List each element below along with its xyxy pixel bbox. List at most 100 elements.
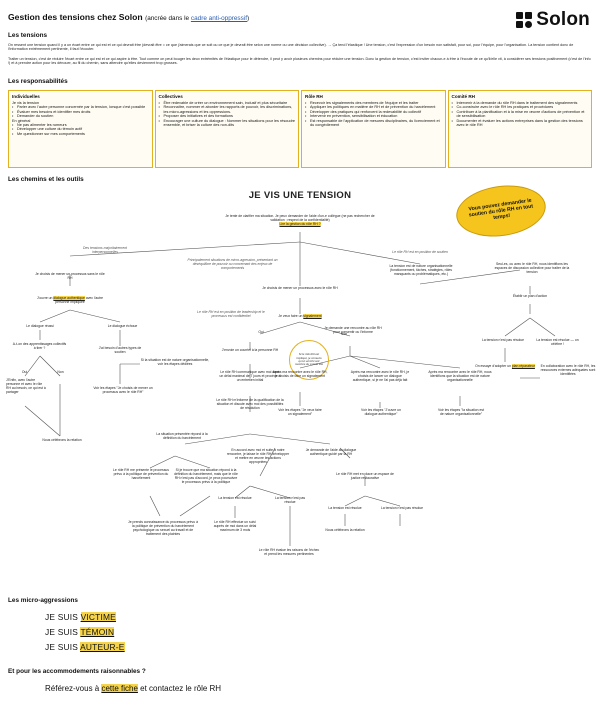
label-oui-2: Oui bbox=[258, 330, 264, 334]
label-rh-support: Le rôle RH est en position de soutien bbox=[392, 250, 448, 254]
node-rh-effectue: Le rôle RH effectue un suivi auprès de m… bbox=[213, 520, 257, 532]
label-interpersonal: Des tensions majoritairement interperson… bbox=[83, 246, 127, 254]
node-je-prends: Je prends connaissance du processus prév… bbox=[128, 520, 198, 536]
micro-victime: JE SUIS VICTIME bbox=[45, 612, 116, 622]
victime-link[interactable]: VICTIME bbox=[80, 612, 116, 622]
node-sans-rh: Je choisis de mener un processus sans le… bbox=[35, 272, 105, 280]
plan-reparateur-link[interactable]: plan réparateur bbox=[511, 364, 535, 368]
resp-item: Co-construire avec le rôle RH les pratiq… bbox=[452, 105, 589, 110]
label-non: Non bbox=[57, 370, 64, 374]
tensions-paragraph-1: On ressent une tension quand il y a un é… bbox=[8, 43, 574, 52]
section-tensions: Les tensions bbox=[8, 32, 48, 39]
node-intro: Je tente de clarifier ma situation. Je p… bbox=[225, 214, 375, 226]
resp-column: Rôle RH Recevoir les signalements des mem… bbox=[301, 90, 446, 168]
node-apres-2: Après ma rencontre avec le rôle RH, je c… bbox=[350, 370, 410, 382]
resp-item: Intervenir en prévention, sensibilisatio… bbox=[305, 114, 442, 119]
node-celebrons: Nous célébrons la relation bbox=[42, 438, 82, 442]
page-title: Gestion des tensions chez Solon (ancrée … bbox=[8, 12, 249, 22]
temoin-link[interactable]: TÉMOIN bbox=[80, 627, 115, 637]
node-partager: J'Enfin, avec l'autre personne et avec l… bbox=[6, 378, 46, 394]
resp-item: Ne pas alimenter les rumeurs bbox=[12, 123, 149, 128]
node-si-je-trouve: Si je trouve que ma situation répond à l… bbox=[174, 468, 238, 484]
resp-item: Proposer des initiatives et des formatio… bbox=[159, 114, 296, 119]
label-micro-aggression: Principalement situations de micro-agres… bbox=[187, 258, 278, 270]
section-accommodements: Et pour les accommodements raisonnables … bbox=[8, 668, 146, 675]
cette-fiche-link[interactable]: cette fiche bbox=[101, 684, 138, 693]
node-ressources: En collaboration avec le rôle RH, les re… bbox=[540, 364, 596, 376]
resp-item: Reconnaître, nommer et aborder les rappo… bbox=[159, 105, 296, 114]
node-informe: Le rôle RH m'informe de la qualification… bbox=[216, 398, 284, 410]
accommodements-text: Référez-vous à cette fiche et contactez … bbox=[45, 684, 222, 693]
flowchart-connectors bbox=[24, 232, 556, 546]
resp-item: Demander du soutien bbox=[12, 114, 149, 119]
node-resolue-1: La tension est résolue bbox=[218, 496, 252, 500]
logo-text: Solon bbox=[536, 9, 590, 30]
resp-column: Comité RH Intervenir à la demande du rôle… bbox=[447, 90, 592, 168]
resp-item: Intervenir à la demande du rôle RH dans … bbox=[452, 101, 589, 106]
node-celebrons-2: Nous célébrons la relation bbox=[325, 528, 365, 532]
signalement-link[interactable]: signalement bbox=[303, 314, 322, 318]
resp-column-title: Rôle RH bbox=[305, 94, 323, 99]
note-consent: Si le rôle RH est impliqué, je consens q… bbox=[289, 340, 329, 380]
node-pas-resolue-1: La tension n'est pas résolue bbox=[274, 496, 306, 504]
solon-logo: Solon bbox=[516, 9, 590, 31]
node-avec-rh: Je choisis de mener un processus avec le… bbox=[262, 286, 338, 290]
node-apres-1: Après ma rencontre avec le rôle RH, je c… bbox=[272, 370, 328, 378]
resp-item: Me questionner sur mes comportements bbox=[12, 132, 149, 137]
label-oui: Oui bbox=[21, 370, 28, 374]
micro-temoin: JE SUIS TÉMOIN bbox=[45, 627, 115, 637]
section-micro-aggressions: Les micro-aggressions bbox=[8, 597, 78, 604]
auteur-link[interactable]: AUTEUR-E bbox=[80, 642, 125, 652]
node-pas-resolue-2: La tension n'est pas résolue bbox=[380, 506, 424, 510]
resp-item: Parler avec l'autre personne concernée p… bbox=[12, 105, 149, 110]
resp-column-title: Individuelles bbox=[12, 94, 40, 99]
title-text: Gestion des tensions chez Solon bbox=[8, 12, 143, 22]
node-apprentissages: A-t-on des apprentissages collectifs à t… bbox=[12, 342, 67, 350]
resp-item: Documenter et évaluer les actions entrep… bbox=[452, 119, 589, 128]
resp-item: Évaluer mes besoins et identifier mes dr… bbox=[12, 110, 149, 115]
node-voir-org: Voir les étapes "la situation est de nat… bbox=[437, 408, 485, 416]
node-accord: En accord avec moi et suite à notre renc… bbox=[226, 448, 290, 464]
resp-column-title: Comité RH bbox=[451, 94, 475, 99]
micro-auteur: JE SUIS AUTEUR-E bbox=[45, 642, 125, 652]
resp-column: CollectivesÊtre redevable de créer un en… bbox=[154, 90, 299, 168]
node-dialogue: J'ouvre un dialogue authentique avec l'a… bbox=[36, 296, 104, 304]
node-harcelement: La situation présentée répond à la défin… bbox=[156, 432, 208, 440]
node-signalement: Je veux faire un signalement bbox=[278, 314, 322, 318]
micro-list: JE SUIS VICTIME JE SUIS TÉMOIN JE SUIS A… bbox=[45, 612, 125, 652]
node-rh-presente: Le rôle RH me présente le processus prév… bbox=[113, 468, 169, 480]
node-espaces: Seul-es, ou avec le rôle RH, nous identi… bbox=[494, 262, 570, 274]
node-apres-3: Après ma rencontre avec le rôle RH, nous… bbox=[428, 370, 492, 382]
node-organisationnelle: La tension est de nature organisationnel… bbox=[389, 264, 453, 276]
node-si-situation: Si la situation est de nature organisati… bbox=[140, 358, 210, 366]
node-pas-resolue-3: La tension n'est pas résolue bbox=[481, 338, 525, 342]
node-besoin-soutien: J'ai besoin d'autres types de soutien bbox=[98, 346, 142, 354]
node-voir-dial: Voir les étapes "J'ouvre un dialogue aut… bbox=[361, 408, 401, 416]
section-chemins: Les chemins et les outils bbox=[8, 176, 84, 183]
label-non-2: Non bbox=[340, 332, 348, 336]
node-communique: Le rôle RH communique avec moi dans un d… bbox=[219, 370, 281, 382]
resp-item: Recevoir les signalements des membres de… bbox=[305, 101, 442, 106]
resp-column-title: Collectives bbox=[158, 94, 183, 99]
node-plan-action: Établir un plan d'action bbox=[512, 294, 548, 298]
node-justice: Le rôle RH met en place un espace de jus… bbox=[336, 472, 394, 480]
node-voir-sig: Voir les étapes "Je veux faire un signal… bbox=[278, 408, 322, 416]
resp-item: Encourager une culture du dialogue : Nom… bbox=[159, 119, 296, 128]
resp-item: En général bbox=[12, 118, 31, 123]
resp-item: Développer une culture du témoin actif bbox=[12, 127, 149, 132]
tensions-paragraph-2: Traiter un tension, c'est de réduire l'é… bbox=[8, 57, 591, 66]
flow-title: JE VIS UNE TENSION bbox=[248, 190, 352, 201]
title-subtitle: (ancrée dans le cadre anti-oppressif) bbox=[145, 15, 250, 22]
node-rencontre: Je demande une rencontre au rôle RH pour… bbox=[324, 326, 382, 334]
solon-logo-icon bbox=[516, 12, 533, 28]
resp-item: Appliquer les politiques en matière de R… bbox=[305, 105, 442, 110]
resp-item: Être redevable de créer un environnement… bbox=[159, 101, 296, 106]
section-responsabilites: Les responsabilités bbox=[8, 78, 68, 85]
dialogue-link[interactable]: dialogue authentique bbox=[53, 296, 85, 300]
intro-link[interactable]: Lire la gestion du rôle RH ? bbox=[279, 222, 321, 226]
cadre-anti-oppressif-link[interactable]: cadre anti-oppressif bbox=[190, 15, 248, 22]
node-dialogue-echoue: Le dialogue échoue bbox=[107, 324, 138, 328]
node-plan-reparateur: On essaye d'adopter un plan réparateur bbox=[475, 364, 535, 368]
